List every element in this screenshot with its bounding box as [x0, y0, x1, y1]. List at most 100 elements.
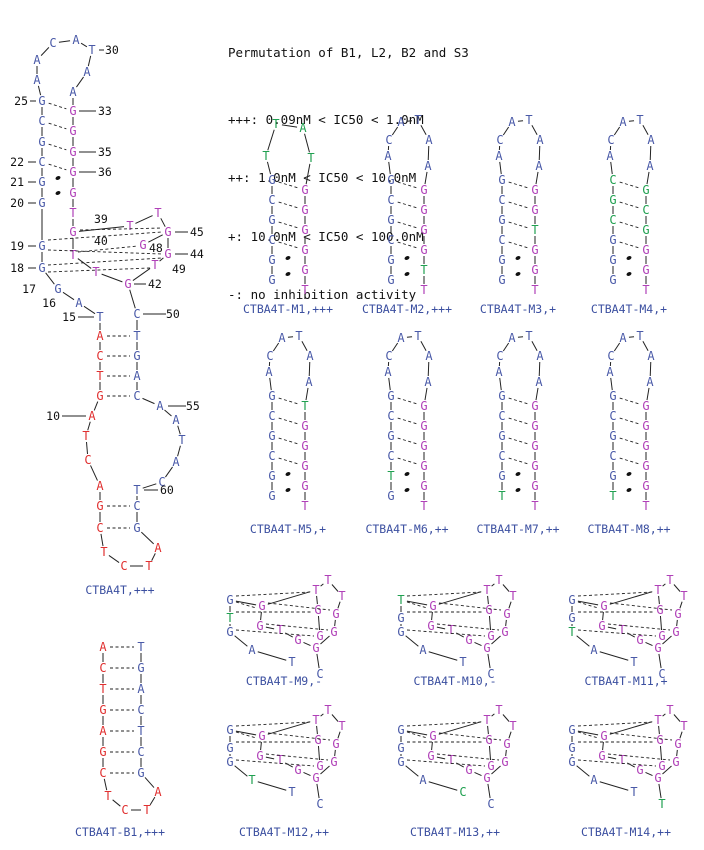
quad-nucleotide: G — [503, 607, 510, 621]
quad-nucleotide: G — [330, 625, 337, 639]
position-label: 16 — [42, 296, 56, 310]
backbone-line — [58, 40, 71, 43]
backbone-line — [662, 583, 666, 587]
loop-nucleotide: A — [397, 115, 405, 129]
stem-nucleotide: T — [301, 499, 308, 513]
backbone-line — [337, 601, 341, 609]
loop-nucleotide: T — [525, 329, 532, 343]
quad-nucleotide: T — [151, 258, 158, 272]
stem-nucleotide: C — [99, 766, 106, 780]
quad-nucleotide: C — [459, 785, 466, 799]
backbone-line — [535, 387, 539, 401]
stem-nucleotide: G — [268, 389, 275, 403]
stem-nucleotide: G — [531, 459, 538, 473]
gu-pair-mark — [626, 272, 632, 276]
base-pair-line — [278, 241, 299, 249]
loop-nucleotide: A — [508, 331, 516, 345]
backbone-line — [269, 377, 272, 391]
backbone-line — [303, 771, 311, 777]
stem-nucleotide: G — [642, 243, 649, 257]
loop-nucleotide: A — [606, 365, 614, 379]
loop-nucleotide: A — [265, 365, 273, 379]
backbone-line — [90, 465, 98, 481]
base-pair-line — [278, 397, 299, 405]
hairpin-caption: CTBA4T-M3,+ — [480, 302, 556, 316]
quad-nucleotide: T — [483, 583, 490, 597]
backbone-line — [649, 361, 652, 377]
quad-nucleotide: G — [656, 603, 663, 617]
quartet-line — [577, 721, 653, 727]
gu-pair-mark — [285, 488, 291, 492]
backbone-line — [662, 713, 666, 717]
backbone-line — [93, 401, 99, 411]
position-label: 21 — [10, 175, 24, 189]
quartet-line — [406, 591, 482, 597]
quad-nucleotide: G — [568, 723, 575, 737]
backbone-line — [391, 342, 399, 352]
loop-nucleotide: A — [154, 541, 162, 555]
base-pair-line — [508, 397, 529, 405]
gu-pair-mark — [515, 272, 521, 276]
stem-nucleotide: T — [133, 329, 140, 343]
quad-nucleotide: T — [509, 719, 516, 733]
hairpin-caption: CTBA4T-M4,+ — [591, 302, 667, 316]
backbone-line — [320, 583, 324, 587]
position-label: 19 — [10, 239, 24, 253]
loop-nucleotide: A — [172, 455, 180, 469]
stem-nucleotide: T — [99, 682, 106, 696]
position-label: 30 — [105, 43, 119, 57]
linker-nucleotide: G — [54, 282, 61, 296]
base-pair-line — [397, 437, 418, 445]
legend: Permutation of B1, L2, B2 and S3 +++: 0.… — [228, 4, 469, 344]
gu-pair-mark — [626, 488, 632, 492]
stem-nucleotide: G — [642, 459, 649, 473]
backbone-line — [491, 583, 495, 587]
quad-nucleotide: T — [654, 713, 661, 727]
quad-nucleotide: G — [658, 629, 665, 643]
backbone-line — [645, 641, 653, 647]
quartet-line — [607, 623, 671, 631]
backbone-line — [62, 291, 75, 301]
base-pair-line — [278, 457, 299, 465]
quartet-line — [235, 759, 315, 767]
backbone-line — [337, 731, 341, 739]
stem-nucleotide: T — [137, 724, 144, 738]
stem-nucleotide: C — [133, 307, 140, 321]
loop-nucleotide: C — [49, 36, 56, 50]
position-label: 55 — [186, 399, 200, 413]
backbone-line — [142, 483, 157, 489]
backbone-line — [165, 466, 173, 478]
backbone-line — [308, 361, 311, 377]
stem-nucleotide: G — [38, 175, 45, 189]
stem-nucleotide: C — [387, 233, 394, 247]
loop-nucleotide: A — [306, 349, 314, 363]
quad-nucleotide: G — [316, 759, 323, 773]
backbone-line — [487, 653, 491, 669]
stem-nucleotide: T — [609, 489, 616, 503]
stem-nucleotide: G — [301, 183, 308, 197]
backbone-line — [45, 272, 55, 285]
stem-nucleotide: T — [301, 283, 308, 297]
quartet-line — [438, 732, 502, 741]
stem-nucleotide: C — [133, 499, 140, 513]
stem-nucleotide: G — [609, 469, 616, 483]
backbone-line — [132, 268, 151, 281]
stem-nucleotide: T — [642, 499, 649, 513]
stem-nucleotide: C — [609, 449, 616, 463]
quad-nucleotide: G — [429, 729, 436, 743]
loop-nucleotide: T — [295, 329, 302, 343]
base-pair-line — [508, 437, 529, 445]
backbone-line — [149, 796, 156, 806]
quartet-line — [267, 732, 331, 741]
loop-nucleotide: C — [607, 133, 614, 147]
stem-nucleotide: G — [69, 124, 76, 138]
position-label: 45 — [190, 225, 204, 239]
stem-nucleotide: T — [420, 263, 427, 277]
backbone-line — [406, 120, 413, 122]
loop-nucleotide: A — [647, 349, 655, 363]
quad-nucleotide: T — [483, 713, 490, 727]
quad-nucleotide: G — [258, 599, 265, 613]
gu-pair-mark — [404, 272, 410, 276]
b1-caption: CTBA4T-B1,+++ — [75, 825, 165, 839]
